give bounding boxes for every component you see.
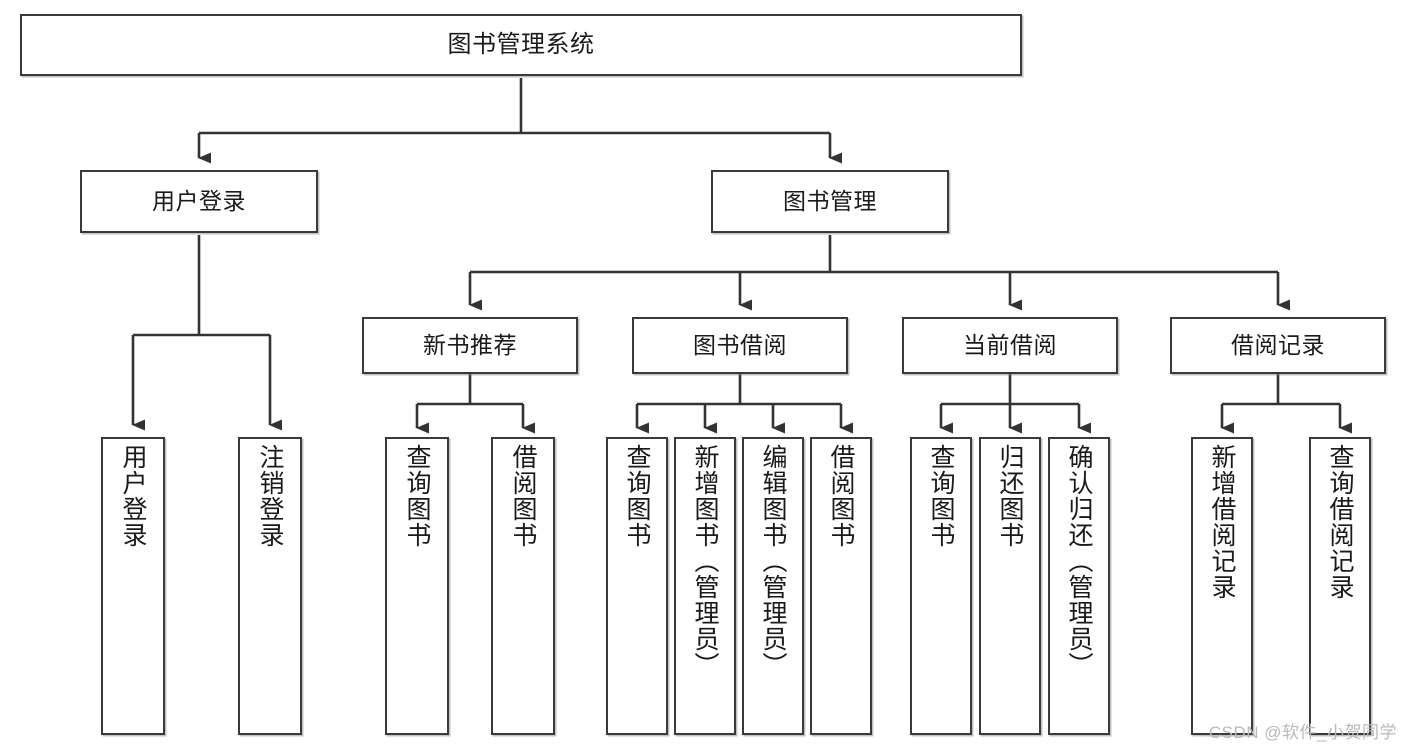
node-label: 图书管理系统 <box>447 30 595 58</box>
leaf-label: 借阅图书 <box>509 444 537 548</box>
leaf-label: 归还图书 <box>996 444 1024 548</box>
leaf-label: 查询借阅记录 <box>1326 444 1354 600</box>
node-book-management[interactable]: 图书管理 <box>711 170 949 233</box>
leaf-label: 查询图书 <box>927 444 955 548</box>
leaf-book-borrow-borrow-book[interactable]: 借阅图书 <box>810 437 872 735</box>
node-label: 用户登录 <box>152 187 246 214</box>
leaf-borrow-record-add-record[interactable]: 新增借阅记录 <box>1191 437 1253 735</box>
leaf-current-borrow-return-book[interactable]: 归还图书 <box>979 437 1041 735</box>
node-book-management-system[interactable]: 图书管理系统 <box>20 14 1022 76</box>
node-borrow-record[interactable]: 借阅记录 <box>1170 317 1386 374</box>
leaf-label: 新增借阅记录 <box>1208 444 1236 600</box>
leaf-user-login-logout[interactable]: 注销登录 <box>238 437 302 735</box>
leaf-borrow-record-query-record[interactable]: 查询借阅记录 <box>1309 437 1371 735</box>
leaf-label: 查询图书 <box>623 444 651 548</box>
leaf-label: 新增图书（管理员） <box>691 444 719 678</box>
node-new-book-recommend[interactable]: 新书推荐 <box>362 317 578 374</box>
node-label: 新书推荐 <box>423 331 517 358</box>
node-book-borrow[interactable]: 图书借阅 <box>632 317 848 374</box>
node-label: 当前借阅 <box>963 331 1057 358</box>
leaf-new-book-query-book[interactable]: 查询图书 <box>385 437 449 735</box>
leaf-label: 查询图书 <box>403 444 431 548</box>
leaf-new-book-borrow-book[interactable]: 借阅图书 <box>491 437 555 735</box>
leaf-label: 用户登录 <box>119 444 147 548</box>
node-label: 借阅记录 <box>1231 331 1325 358</box>
leaf-label: 借阅图书 <box>827 444 855 548</box>
leaf-current-borrow-confirm-return-admin[interactable]: 确认归还（管理员） <box>1048 437 1110 735</box>
leaf-book-borrow-add-book-admin[interactable]: 新增图书（管理员） <box>674 437 736 735</box>
leaf-book-borrow-query-book[interactable]: 查询图书 <box>606 437 668 735</box>
node-user-login[interactable]: 用户登录 <box>80 170 318 233</box>
node-label: 图书借阅 <box>693 331 787 358</box>
leaf-label: 编辑图书（管理员） <box>759 444 787 678</box>
leaf-label: 确认归还（管理员） <box>1065 444 1093 678</box>
leaf-user-login-login[interactable]: 用户登录 <box>101 437 165 735</box>
leaf-label: 注销登录 <box>256 444 284 548</box>
watermark: CSDN @软件_小贺同学 <box>1208 723 1397 742</box>
leaf-current-borrow-query-book[interactable]: 查询图书 <box>910 437 972 735</box>
leaf-book-borrow-edit-book-admin[interactable]: 编辑图书（管理员） <box>742 437 804 735</box>
node-label: 图书管理 <box>783 187 877 214</box>
node-current-borrow[interactable]: 当前借阅 <box>902 317 1118 374</box>
